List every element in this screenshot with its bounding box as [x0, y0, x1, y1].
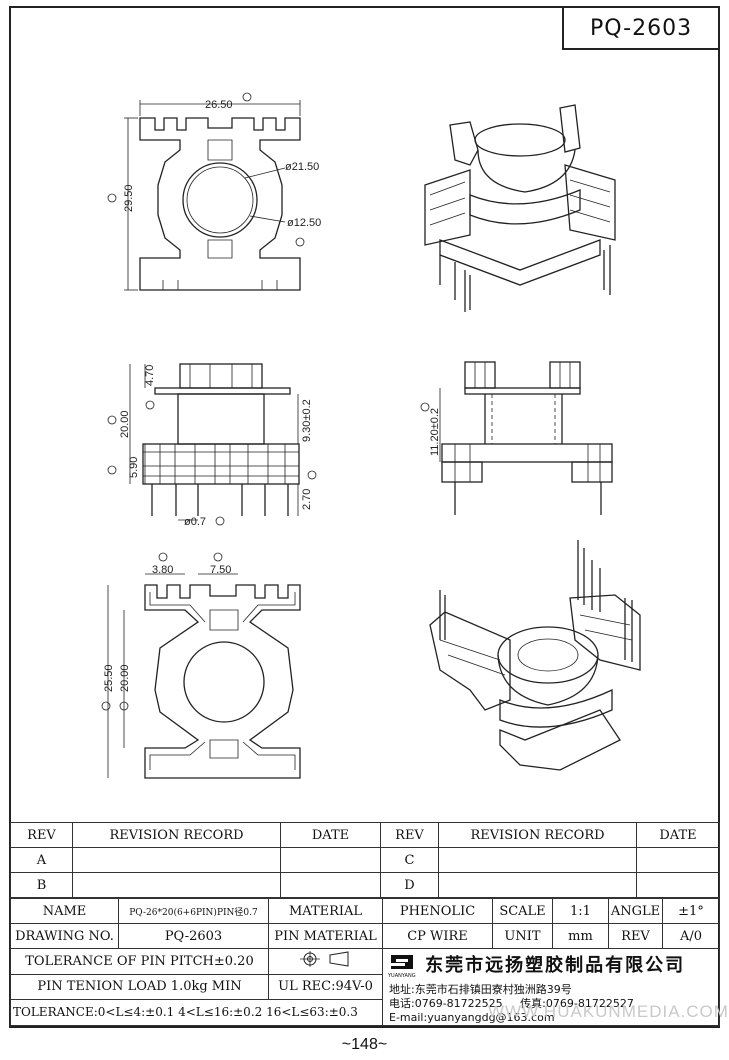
tolerance-pin-pitch: TOLERANCE OF PIN PITCH±0.20 [10, 948, 269, 975]
dim-inner-diameter: ø12.50 [287, 217, 321, 229]
end-view: 11.20±0.2 [420, 361, 613, 515]
dim-outer-h: 25.50 [103, 664, 115, 692]
company-name: 东莞市远扬塑胶制品有限公司 [425, 955, 686, 976]
rev-header: REV [380, 822, 439, 848]
date-cell [636, 872, 720, 898]
date-header: DATE [280, 822, 381, 848]
dim-pitch-b: 7.50 [210, 564, 231, 576]
drawing-no-label: DRAWING NO. [10, 923, 119, 949]
rev-value: A/0 [662, 923, 720, 949]
yuanyang-logo-icon: YUANYANG [387, 953, 417, 983]
dim-top-h: 4.70 [144, 365, 156, 386]
technical-drawing: 26.50 29.50 ø21.50 ø12.50 [101, 92, 641, 779]
pin-tension-load: PIN TENION LOAD 1.0kg MIN [10, 973, 269, 1000]
rev-label: REV [608, 923, 663, 949]
first-angle-projection-icon [299, 951, 348, 968]
angle-value: ±1° [662, 898, 720, 924]
title-row-range: TOLERANCE:0<L≤4:±0.1 4<L≤16:±0.2 16<L≤63… [10, 999, 720, 1026]
revision-record-cell [72, 872, 281, 898]
date-header: DATE [636, 822, 720, 848]
scale-label: SCALE [492, 898, 553, 924]
dim-pitch-a: 3.80 [152, 564, 173, 576]
rev-cell: B [10, 872, 73, 898]
ul-rating: UL REC:94V-0 [268, 973, 383, 1000]
projection-symbol [268, 948, 383, 975]
bottom-view: 3.80 7.50 25.50 20.00 [101, 552, 301, 779]
company-email: E-mail:yuanyangdg@163.com [389, 1010, 555, 1024]
scale-value: 1:1 [552, 898, 609, 924]
pin-material-label: PIN MATERIAL [268, 923, 383, 949]
angle-label: ANGLE [608, 898, 663, 924]
drawing-sheet-border [9, 6, 720, 1028]
dim-top-width: 26.50 [205, 99, 233, 111]
revision-header-row: REV REVISION RECORD DATE REV REVISION RE… [10, 822, 720, 848]
name-label: NAME [10, 898, 119, 924]
title-row-load: PIN TENION LOAD 1.0kg MIN UL REC:94V-0 [10, 973, 720, 1000]
dim-inner-h: 20.00 [119, 664, 131, 692]
date-cell [636, 847, 720, 873]
title-row-name: NAME PQ-26*20(6+6PIN)PIN径0.7 MATERIAL PH… [10, 898, 720, 924]
revision-table: REV REVISION RECORD DATE REV REVISION RE… [10, 822, 720, 898]
title-row-tolerance: TOLERANCE OF PIN PITCH±0.20 YUANYANG [10, 948, 720, 1026]
dim-body-h: 9.30±0.2 [301, 399, 313, 442]
unit-label: UNIT [492, 923, 553, 949]
tolerance-range: TOLERANCE:0<L≤4:±0.1 4<L≤16:±0.2 16<L≤63… [10, 999, 383, 1026]
rev-header: REV [10, 822, 73, 848]
revision-record-cell [72, 847, 281, 873]
table-row: B D [10, 872, 720, 898]
company-block: YUANYANG 东莞市远扬塑胶制品有限公司 地址:东莞市石排镇田寮村独洲路39… [382, 948, 720, 1026]
part-number-box: PQ-2603 [562, 6, 720, 50]
revision-record-cell [438, 872, 637, 898]
watermark: WWW.HUAKUNMEDIA.COM [488, 1002, 729, 1021]
company-fax: 传真:0769-81722527 [520, 996, 634, 1010]
revision-record-cell [438, 847, 637, 873]
revision-record-header: REVISION RECORD [438, 822, 637, 848]
pin-material-value: CP WIRE [382, 923, 493, 949]
drawing-no-value: PQ-2603 [118, 923, 269, 949]
unit-value: mm [552, 923, 609, 949]
company-address: 地址:东莞市石排镇田寮村独洲路39号 [389, 982, 572, 996]
logo-text: YUANYANG [387, 973, 416, 979]
side-view: 4.70 20.00 9.30±0.2 5.90 2.70 ø0.7 [107, 363, 317, 528]
table-row: A C [10, 847, 720, 873]
revision-record-header: REVISION RECORD [72, 822, 281, 848]
page-number: ~148~ [341, 1036, 388, 1053]
company-phone-fax: 电话:0769-81722525 传真:0769-81722527 [384, 996, 719, 1011]
dim-top-height: 29.50 [123, 184, 135, 212]
company-phone: 电话:0769-81722525 [389, 996, 503, 1010]
rev-cell: C [380, 847, 439, 873]
date-cell [280, 847, 381, 873]
material-label: MATERIAL [268, 898, 383, 924]
isometric-view-bottom [429, 540, 641, 771]
dim-total-h: 20.00 [119, 410, 131, 438]
dim-pin-len: 2.70 [301, 489, 313, 510]
name-value: PQ-26*20(6+6PIN)PIN径0.7 [118, 898, 269, 924]
rev-cell: A [10, 847, 73, 873]
dim-end-height: 11.20±0.2 [429, 408, 441, 456]
title-row-drawing: DRAWING NO. PQ-2603 PIN MATERIAL CP WIRE… [10, 923, 720, 949]
rev-cell: D [380, 872, 439, 898]
date-cell [280, 872, 381, 898]
dim-outer-diameter: ø21.50 [285, 161, 319, 173]
top-view: 26.50 29.50 ø21.50 ø12.50 [107, 92, 321, 291]
dim-base-h: 5.90 [128, 457, 140, 478]
dim-pin-dia: ø0.7 [184, 516, 206, 528]
material-value: PHENOLIC [382, 898, 493, 924]
isometric-view-top [424, 104, 616, 312]
title-block: NAME PQ-26*20(6+6PIN)PIN径0.7 MATERIAL PH… [10, 898, 720, 1026]
